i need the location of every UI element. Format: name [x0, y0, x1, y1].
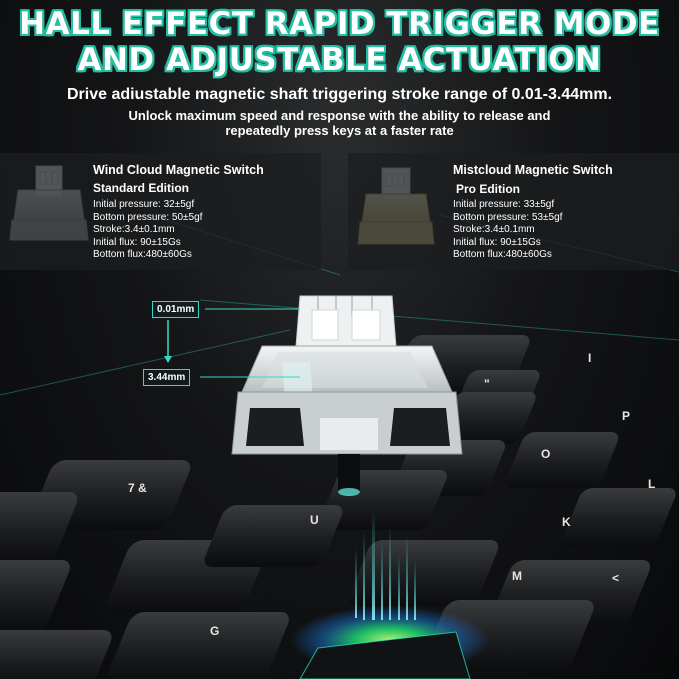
- spec-bottom-flux: Bottom flux:480±60Gs: [453, 249, 552, 261]
- key-legend-m: M: [512, 569, 522, 583]
- page-title: HALL EFFECT RAPID TRIGGER MODE: [19, 6, 660, 42]
- standard-switch-name: Wind Cloud Magnetic Switch: [93, 163, 264, 177]
- description-line1: Unlock maximum speed and response with t…: [128, 108, 551, 123]
- spec-bottom-pressure: Bottom pressure: 53±5gf: [453, 211, 563, 223]
- spec-initial-pressure: Initial pressure: 33±5gf: [453, 199, 555, 210]
- spec-initial-flux: Initial flux: 90±15Gs: [453, 236, 541, 248]
- key-legend-7: 7 &: [128, 481, 147, 495]
- page-title-line2: AND ADJUSTABLE ACTUATION: [77, 42, 602, 78]
- spec-initial-flux: Initial flux: 90±15Gs: [93, 236, 181, 248]
- key-legend-lt: <: [612, 571, 619, 585]
- pro-switch-edition: Pro Edition: [456, 182, 520, 196]
- standard-switch-edition: Standard Edition: [93, 181, 189, 195]
- key-legend-quote: ": [484, 377, 490, 391]
- key-legend-g: G: [210, 624, 219, 638]
- spec-bottom-pressure: Bottom pressure: 50±5gf: [93, 211, 203, 223]
- standard-switch-specs: Initial pressure: 32±5gf Bottom pressure…: [93, 199, 202, 262]
- key-legend-l: L: [648, 477, 655, 491]
- light-beams: [355, 510, 416, 620]
- travel-top-label: 0.01mm: [152, 301, 200, 318]
- pro-switch-name: Mistcloud Magnetic Switch: [453, 163, 613, 177]
- travel-indicator: [164, 308, 300, 378]
- hall-switch-icon: [231, 295, 463, 496]
- pro-switch-specs: Initial pressure: 33±5gf Bottom pressure…: [453, 199, 562, 262]
- spec-stroke: Stroke:3.4±0.1mm: [93, 224, 175, 236]
- spec-bottom-flux: Bottom flux:480±60Gs: [93, 249, 192, 261]
- key-legend-u: U: [310, 513, 319, 527]
- description-line2: repeatedly press keys at a faster rate: [225, 123, 454, 138]
- pro-switch-panel: [348, 153, 679, 270]
- spec-stroke: Stroke:3.4±0.1mm: [453, 224, 535, 236]
- travel-bottom-label: 3.44mm: [143, 369, 191, 386]
- key-legend-p: P: [622, 409, 630, 423]
- key-legend-k: K: [562, 515, 571, 529]
- key-legend-i: I: [588, 351, 591, 365]
- spec-initial-pressure: Initial pressure: 32±5gf: [93, 199, 195, 210]
- subtitle: Drive adiustable magnetic shaft triggeri…: [66, 86, 613, 103]
- key-legend-o: O: [541, 447, 550, 461]
- standard-switch-panel: [0, 153, 321, 270]
